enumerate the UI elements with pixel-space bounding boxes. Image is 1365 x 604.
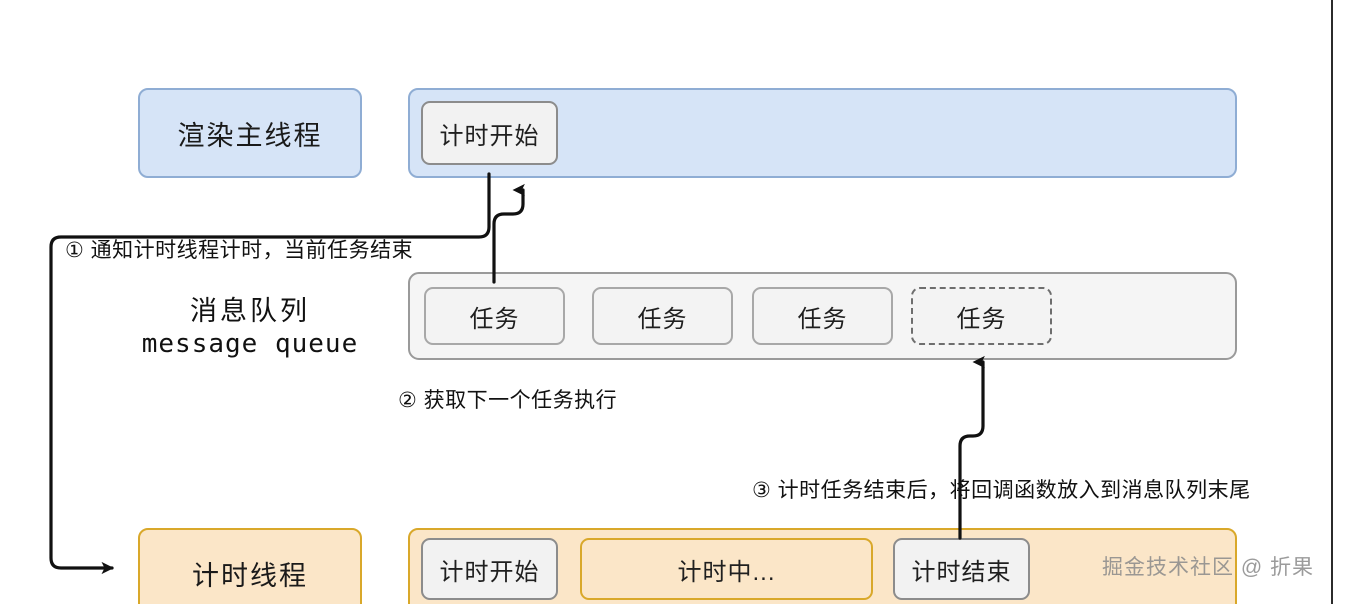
connector-step-3 bbox=[958, 355, 985, 540]
chip-label: 任务 bbox=[469, 305, 520, 333]
connector-step-2 bbox=[492, 183, 525, 284]
main-thread-chip-timer-start: 计时开始 bbox=[421, 101, 558, 165]
timer-chip-running: 计时中... bbox=[580, 538, 873, 600]
main-thread-label: 渲染主线程 bbox=[177, 120, 323, 151]
chip-label: 计时结束 bbox=[911, 558, 1012, 586]
timer-chip-start: 计时开始 bbox=[421, 538, 558, 600]
right-vertical-rule bbox=[1331, 0, 1333, 604]
chip-label: 计时开始 bbox=[439, 558, 540, 586]
step-note-2: ② 获取下一个任务执行 bbox=[398, 389, 618, 412]
queue-task-4-pending: 任务 bbox=[911, 287, 1052, 345]
chip-label: 任务 bbox=[956, 305, 1007, 333]
queue-task-2: 任务 bbox=[592, 287, 733, 345]
queue-task-3: 任务 bbox=[752, 287, 893, 345]
timer-thread-label: 计时线程 bbox=[192, 560, 308, 591]
chip-label: 计时中... bbox=[677, 558, 776, 586]
watermark: 掘金技术社区 @ 折果 bbox=[1102, 556, 1314, 579]
chip-label: 计时开始 bbox=[439, 122, 540, 150]
chip-label: 任务 bbox=[637, 305, 688, 333]
step-note-1: ① 通知计时线程计时，当前任务结束 bbox=[65, 239, 414, 262]
main-thread-title-box: 渲染主线程 bbox=[138, 88, 362, 178]
timer-chip-end: 计时结束 bbox=[893, 538, 1030, 600]
step-note-3: ③ 计时任务结束后，将回调函数放入到消息队列末尾 bbox=[752, 479, 1251, 502]
message-queue-title-cn: 消息队列 bbox=[190, 296, 310, 326]
chip-label: 任务 bbox=[797, 305, 848, 333]
timer-thread-title-box: 计时线程 bbox=[138, 528, 362, 604]
message-queue-title-en: message queue bbox=[141, 329, 359, 359]
queue-task-1: 任务 bbox=[424, 287, 565, 345]
